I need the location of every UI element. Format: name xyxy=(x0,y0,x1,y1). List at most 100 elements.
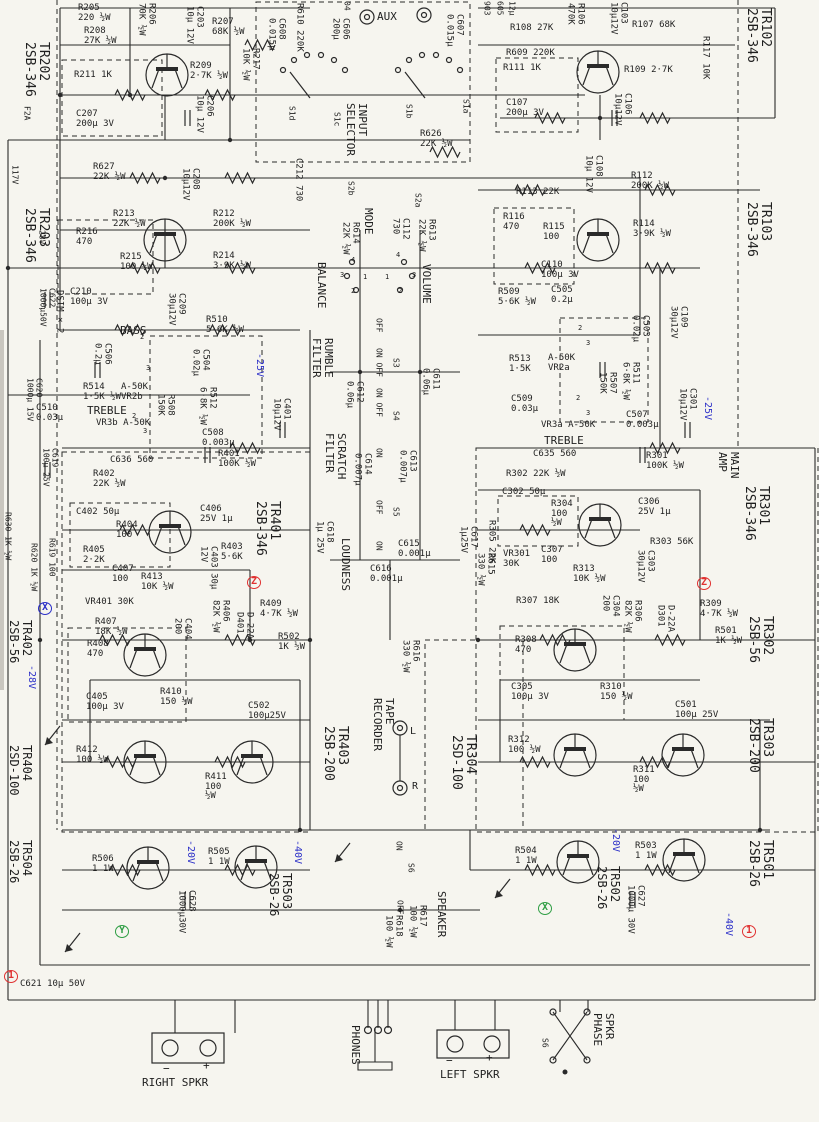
handwritten-voltage: -20V xyxy=(184,840,196,865)
component-label: C636 560 xyxy=(110,455,154,465)
component-label: R620 1K ½W xyxy=(29,543,39,592)
component-label: C106 10μ12V xyxy=(612,93,633,126)
component-label: A-50K VR2a xyxy=(548,353,576,373)
component-label: C305 100μ 3V xyxy=(511,682,549,702)
component-label: C617 1μ25V xyxy=(458,526,479,554)
component-label: R117 10K xyxy=(700,36,711,80)
component-label: R208 27K ½W xyxy=(84,26,117,46)
component-label: − xyxy=(446,1054,453,1067)
component-label: R209 2·7K ½W xyxy=(190,61,228,81)
handwritten-voltage: -25V xyxy=(253,353,265,378)
component-label: C501 100μ 25V xyxy=(675,700,719,720)
component-label: C207 200μ 3V xyxy=(76,109,114,129)
component-label: R410 150 ½W xyxy=(160,687,193,707)
control-label-speaker: SPEAKER xyxy=(434,891,448,938)
component-label: C627 1000μ 30V xyxy=(625,885,646,934)
component-label: R627 22K ½W xyxy=(93,162,126,182)
component-label: D-22A D401 xyxy=(234,612,255,640)
component-label: C505 0.2μ xyxy=(551,285,573,305)
component-label: 28V xyxy=(37,230,47,245)
control-label-treble-right: TREBLE xyxy=(544,434,584,447)
stage-label-tr504: TR504 2SB-26 xyxy=(6,840,34,884)
component-label: C621 10μ 50V xyxy=(20,979,86,989)
component-label: R505 1 1W xyxy=(208,847,230,867)
component-label: R215 100 ½W xyxy=(120,252,153,272)
component-label: R217 10K ½W xyxy=(240,48,261,81)
component-label: R402 22K ½W xyxy=(93,469,126,489)
component-label: C508 0.003μ xyxy=(202,428,235,448)
component-label: 1 xyxy=(385,273,390,281)
control-label-loudness: LOUDNESS xyxy=(338,538,352,591)
handwritten-mark: X xyxy=(38,602,53,615)
component-label: C209 30μ12V xyxy=(166,293,187,326)
component-label: R305 22K xyxy=(486,520,497,564)
component-label: C608 0.015μ xyxy=(266,18,287,51)
handwritten-mark: Z xyxy=(247,576,262,589)
control-label-mode: MODE xyxy=(361,208,375,235)
component-label: R205 220 ½W xyxy=(78,3,111,23)
component-label: S1a xyxy=(461,99,471,114)
component-label: C407 100 xyxy=(112,564,134,584)
stage-label-tr501: TR501 2SB-26 xyxy=(746,840,776,887)
component-label: C206 10μ 12V xyxy=(194,95,215,133)
stage-label-tr303: TR303 2SB-200 xyxy=(746,718,776,773)
component-label: S6 xyxy=(540,1038,550,1048)
component-label: VR301 30K xyxy=(503,549,531,569)
component-label: C301 10μ12V xyxy=(677,388,698,421)
component-label: R311 100 ½W xyxy=(633,765,655,795)
handwritten-voltage: -20V xyxy=(609,828,621,853)
component-label: R313 10K ½W xyxy=(573,564,606,584)
component-label: C401 10μ12V xyxy=(271,398,292,431)
component-label: 2 xyxy=(140,333,145,341)
component-label: R214 3·9K ½W xyxy=(213,251,251,271)
component-label: R115 100 xyxy=(543,222,565,242)
component-label: ON xyxy=(394,841,404,851)
component-label: R413 10K ½W xyxy=(141,572,174,592)
component-label: C405 100μ 3V xyxy=(86,692,124,712)
component-label: 2 xyxy=(576,394,581,402)
component-label: R312 100 ½W xyxy=(508,735,541,755)
control-label-scratch-filter: SCRATCH FILTER xyxy=(322,433,348,480)
component-label: C212 730 xyxy=(293,158,304,202)
component-label: R207 68K ½W xyxy=(212,17,245,37)
component-label: S4 xyxy=(391,411,401,421)
connector-label-right-spkr: RIGHT SPKR xyxy=(142,1076,209,1089)
component-label: R504 1 1W xyxy=(515,846,537,866)
component-label: C628 1000μ30V xyxy=(176,890,197,934)
component-label: ON OFF xyxy=(374,388,384,417)
wire-vertical-buses xyxy=(7,8,816,1062)
component-label: 04 xyxy=(342,1,352,11)
junction-dots xyxy=(5,92,763,913)
component-label: R407 18K ½W xyxy=(95,617,128,637)
component-label: S1d xyxy=(287,106,297,121)
component-label: C622 1000μ50V xyxy=(38,288,57,327)
component-label: R501 1K ½W xyxy=(715,626,743,646)
component-label: VR3b A-50K xyxy=(96,418,151,428)
component-label: C108 10μ 12V xyxy=(583,155,604,193)
component-label: C406 25V 1μ xyxy=(200,504,233,524)
handwritten-voltage: -40V xyxy=(722,912,734,937)
control-label-balance: BALANCE xyxy=(314,262,328,309)
component-label: R406 82K ½W xyxy=(210,600,231,633)
component-label: C403 30μ 12V xyxy=(198,546,219,590)
component-label: C613 0.007μ xyxy=(397,450,418,483)
component-label: R404 100 xyxy=(116,520,138,540)
control-label-volume: VOLUME xyxy=(419,264,433,304)
component-label: 3 xyxy=(586,339,591,347)
component-label: C614 0.007μ xyxy=(352,453,373,486)
component-label: R610 220K xyxy=(294,3,305,52)
component-label: S5 xyxy=(391,507,401,517)
stage-label-tr402: TR402 2SB-56 xyxy=(6,620,34,664)
component-label: R513 1·5K xyxy=(509,354,531,374)
component-label: C203 10μ 12V xyxy=(184,6,205,44)
component-label: − xyxy=(163,1062,170,1075)
component-label: C208 10μ12V xyxy=(180,168,201,201)
left-spkr-terminal-block xyxy=(436,1029,510,1059)
component-label: C107 200μ 3V xyxy=(506,98,544,118)
component-label: 12μ xyxy=(507,1,517,16)
component-label: C506 0.2μ xyxy=(92,343,113,365)
connector-label-left-spkr: LEFT SPKR xyxy=(440,1068,500,1081)
component-label: C103 10μ12V xyxy=(608,2,629,35)
component-label: C619 100μ 25V xyxy=(41,448,60,487)
